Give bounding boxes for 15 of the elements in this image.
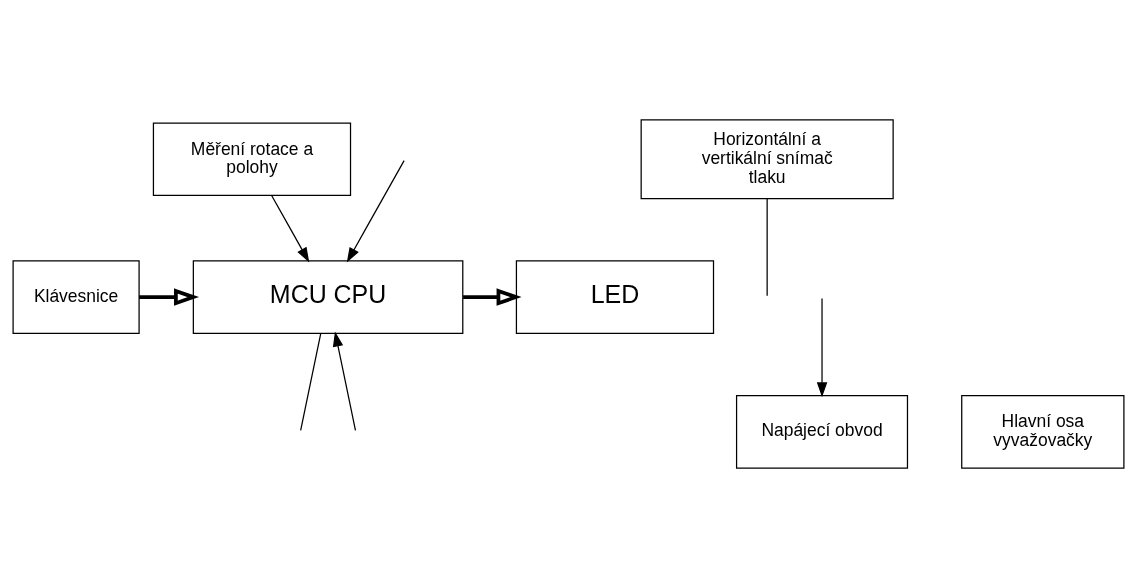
- arrow: [332, 331, 357, 431]
- node-box: LED: [515, 259, 715, 334]
- node-box: Hlavní osa vyvažovačky: [961, 394, 1125, 469]
- node-box: Napájecí obvod: [735, 394, 909, 469]
- node-box: MCU CPU: [192, 259, 464, 334]
- arrow: [463, 287, 522, 306]
- arrow: [816, 297, 828, 397]
- node-box: Horizontální a vertikální snímač tlaku: [640, 118, 894, 199]
- arrow: [346, 159, 405, 263]
- node-box: Měření rotace a polohy: [152, 122, 352, 196]
- connector: [766, 197, 768, 296]
- connector: [300, 332, 322, 431]
- arrow: [271, 194, 310, 262]
- arrow: [139, 287, 199, 306]
- node-box: Klávesnice: [12, 259, 140, 334]
